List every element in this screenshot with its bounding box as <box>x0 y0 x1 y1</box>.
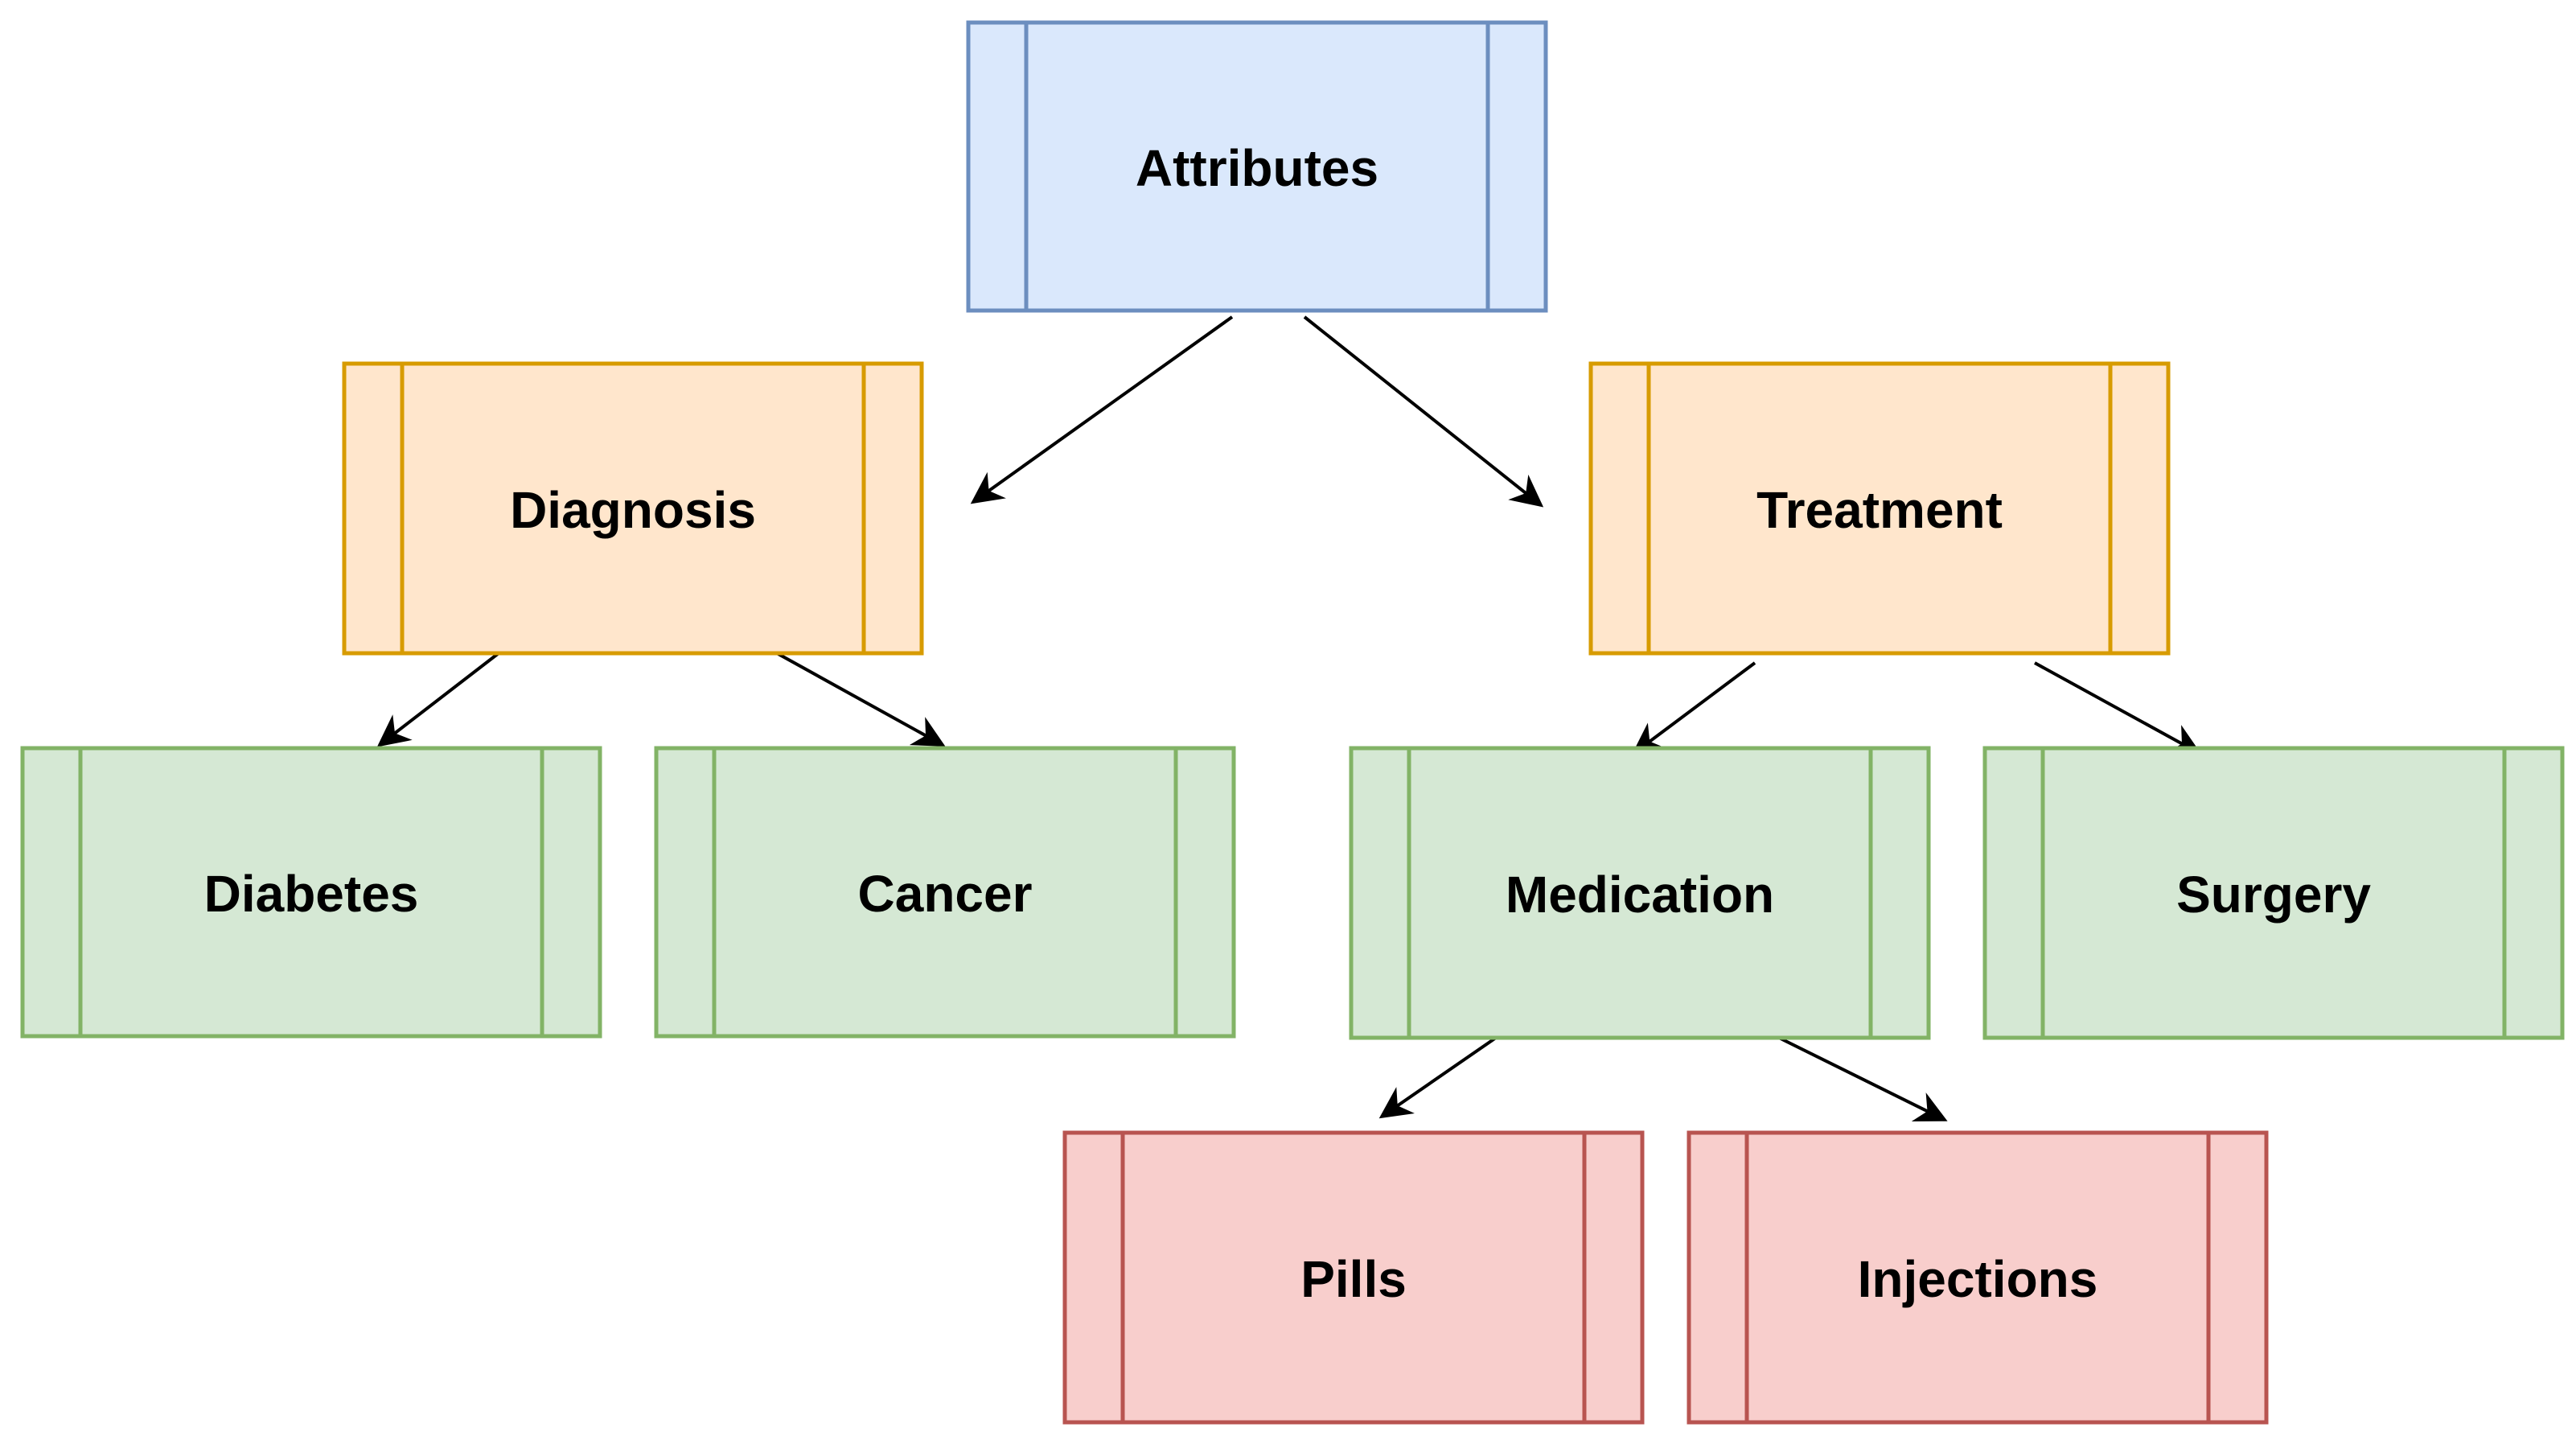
connector-lines <box>376 315 2202 1121</box>
node-medication: Medication <box>1349 746 1931 1040</box>
edge-treatment-medication <box>1631 661 1756 755</box>
node-surgery-label: Surgery <box>2176 866 2371 924</box>
edge-attributes-treatment <box>1303 315 1544 508</box>
node-attributes-box <box>966 20 1548 313</box>
node-injections-label: Injections <box>1858 1250 2098 1308</box>
node-diagnosis-label: Diagnosis <box>510 481 756 539</box>
node-diabetes: Diabetes <box>20 746 602 1039</box>
node-injections: Injections <box>1687 1130 2269 1425</box>
node-treatment-label: Treatment <box>1756 481 2003 539</box>
node-surgery: Surgery <box>1982 746 2565 1040</box>
node-attributes: Attributes <box>966 20 1548 313</box>
node-attributes-label: Attributes <box>1136 139 1378 197</box>
node-pills-box <box>1062 1130 1645 1425</box>
node-diagnosis-box <box>342 361 924 656</box>
node-diabetes-label: Diabetes <box>204 865 419 923</box>
node-pills: Pills <box>1062 1130 1645 1425</box>
node-pills-label: Pills <box>1300 1250 1407 1308</box>
node-medication-box <box>1349 746 1931 1040</box>
edge-diagnosis-diabetes <box>376 652 500 747</box>
node-medication-label: Medication <box>1506 866 1774 924</box>
node-treatment: Treatment <box>1588 361 2171 656</box>
edge-medication-injections <box>1778 1036 1948 1121</box>
node-cancer-label: Cancer <box>858 865 1033 923</box>
node-diabetes-box <box>20 746 602 1039</box>
edge-treatment-surgery <box>2034 661 2202 755</box>
edge-diagnosis-cancer <box>776 652 946 747</box>
node-cancer: Cancer <box>654 746 1236 1039</box>
edge-medication-pills <box>1378 1036 1498 1119</box>
node-surgery-box <box>1982 746 2565 1040</box>
node-injections-box <box>1687 1130 2269 1425</box>
node-treatment-box <box>1588 361 2171 656</box>
edge-attributes-diagnosis <box>970 315 1234 504</box>
node-cancer-box <box>654 746 1236 1039</box>
node-diagnosis: Diagnosis <box>342 361 924 656</box>
